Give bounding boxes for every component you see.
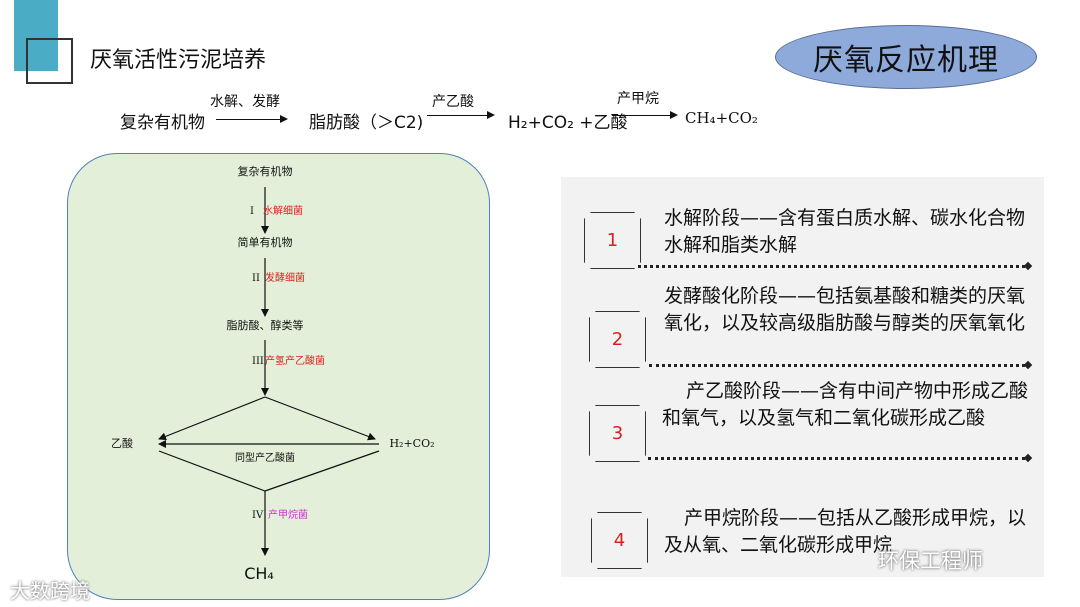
node-simple-organics: 简单有机物 [238,235,293,249]
equation-arrow-1 [216,115,288,123]
header-accent-bar [14,0,58,71]
arrow-to-h2-co2 [264,396,376,441]
stage-3-bacteria: 产氢产乙酸菌 [265,354,325,367]
step-3-divider [648,457,1025,460]
equation-product1: H₂+CO₂ +乙酸 [508,113,628,133]
node-fatty-acids-alcohols: 脂肪酸、醇类等 [227,318,304,332]
equation-step2-label: 产乙酸 [432,94,474,110]
stage-3-numeral: III [252,356,264,367]
watermark-left: 大数跨境 [10,579,90,603]
step-1-divider [638,265,1025,268]
stage-2-numeral: II [252,273,260,284]
step-4-text: 产甲烷阶段——包括从乙酸形成甲烷，以及从氧、二氧化碳形成甲烷 [664,507,1027,556]
equation-reactant: 复杂有机物 [120,113,205,133]
stage-list-panel [561,177,1044,577]
flowchart-panel [67,153,490,600]
step-2-badge: 2 [589,311,646,368]
arrow-to-acetic-acid [158,396,266,441]
stage-1-numeral: I [250,206,254,217]
step-4-badge: 4 [591,512,648,569]
node-acetic-acid: 乙酸 [111,436,133,450]
equation-product2: CH₄+CO₂ [685,109,758,127]
stage-1-bacteria: 水解细菌 [263,204,303,217]
equation-step3-label: 产甲烷 [617,91,659,107]
step-1-badge: 1 [584,212,641,269]
step-2-text: 发酵酸化阶段——包括氨基酸和糖类的厌氧氧化，以及较高级脂肪酸与醇类的厌氧氧化 [664,285,1026,334]
stage-4-bacteria: 产甲烷菌 [268,508,308,521]
equation-intermediate: 脂肪酸（＞C2) [309,113,424,133]
page-title: 厌氧活性污泥培养 [90,48,267,73]
step-1-text: 水解阶段——含有蛋白质水解、碳水化合物水解和脂类水解 [664,207,1026,256]
line-acetic-to-methane [158,450,266,492]
flowchart-diagram: 复杂有机物 简单有机物 脂肪酸、醇类等 乙酸 H₂+CO₂ CH₄ I 水解细菌… [111,164,435,583]
equation-step1-label: 水解、发酵 [210,94,280,110]
node-complex-organics: 复杂有机物 [238,164,293,178]
equation-arrow-3 [612,111,678,119]
node-h2-co2: H₂+CO₂ [389,437,434,450]
step-3-badge: 3 [589,405,646,462]
homoacetogen-label: 同型产乙酸菌 [235,451,295,464]
stage-2-bacteria: 发酵细菌 [265,271,305,284]
watermark-right: 环保工程师 [878,549,983,573]
title-box-decoration [26,38,73,84]
node-ch4: CH₄ [244,564,274,583]
title-badge: 厌氧反应机理 [775,25,1037,89]
line-h2co2-to-methane [264,450,380,492]
equation-arrow-2 [427,111,495,119]
step-3-text: 产乙酸阶段——含有中间产物中形成乙酸和氧气，以及氢气和二氧化碳形成乙酸 [662,380,1029,429]
step-2-divider [649,364,1025,367]
stage-4-numeral: IV [252,510,264,521]
